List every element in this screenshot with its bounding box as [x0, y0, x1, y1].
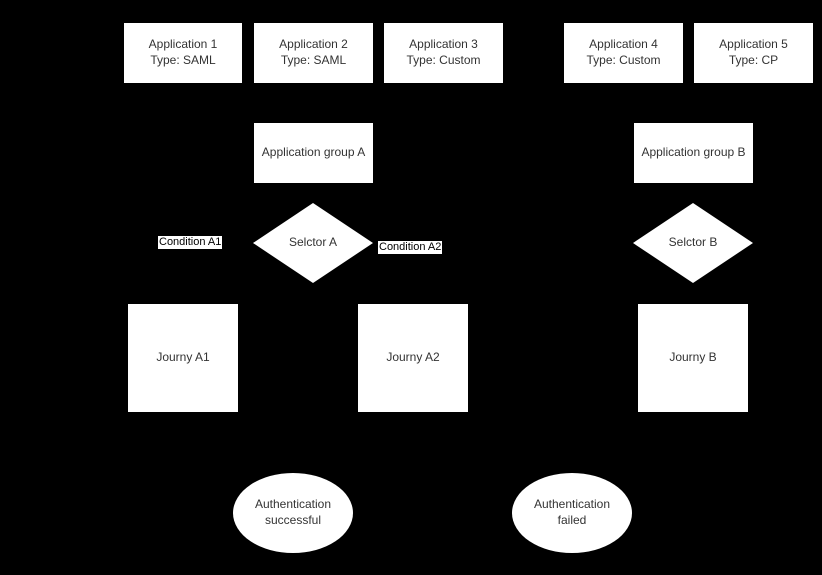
- application-name: Application 1: [148, 37, 218, 52]
- outcome-label: Authentication successful: [254, 497, 332, 527]
- group-label: Application group B: [641, 145, 746, 160]
- node-journey-b: Journy B: [638, 304, 748, 412]
- outcome-label: Authentication failed: [533, 497, 611, 527]
- selector-label: Selctor B: [668, 235, 718, 250]
- application-type: Type: Custom: [406, 53, 481, 67]
- journey-label: Journy B: [669, 350, 717, 365]
- node-selector-a-diamond: Selctor A: [253, 203, 373, 283]
- node-application-group-b: Application group B: [634, 123, 753, 183]
- node-application-1: Application 1 Type: SAML: [124, 23, 242, 83]
- journey-label: Journy A1: [156, 350, 210, 365]
- application-type: Type: Custom: [586, 53, 661, 67]
- application-name: Application 5: [719, 37, 788, 52]
- node-authentication-failed-ellipse: Authentication failed: [512, 473, 632, 553]
- node-journey-a1: Journy A1: [128, 304, 238, 412]
- node-application-3: Application 3 Type: Custom: [384, 23, 503, 83]
- node-selector-b-diamond: Selctor B: [633, 203, 753, 283]
- application-name: Application 3: [409, 37, 478, 52]
- edge-label-condition-a2: Condition A2: [378, 241, 443, 254]
- journey-label: Journy A2: [386, 350, 440, 365]
- edge-label-condition-a1: Condition A1: [158, 236, 223, 249]
- application-name: Application 4: [589, 37, 658, 52]
- group-label: Application group A: [261, 145, 366, 160]
- application-type: Type: SAML: [150, 53, 216, 67]
- node-application-2: Application 2 Type: SAML: [254, 23, 373, 83]
- application-type: Type: CP: [728, 53, 779, 67]
- node-application-group-a: Application group A: [254, 123, 373, 183]
- node-application-4: Application 4 Type: Custom: [564, 23, 683, 83]
- node-authentication-successful-ellipse: Authentication successful: [233, 473, 353, 553]
- application-type: Type: SAML: [280, 53, 347, 67]
- node-application-5: Application 5 Type: CP: [694, 23, 813, 83]
- node-journey-a2: Journy A2: [358, 304, 468, 412]
- selector-label: Selctor A: [288, 235, 338, 250]
- application-name: Application 2: [279, 37, 348, 52]
